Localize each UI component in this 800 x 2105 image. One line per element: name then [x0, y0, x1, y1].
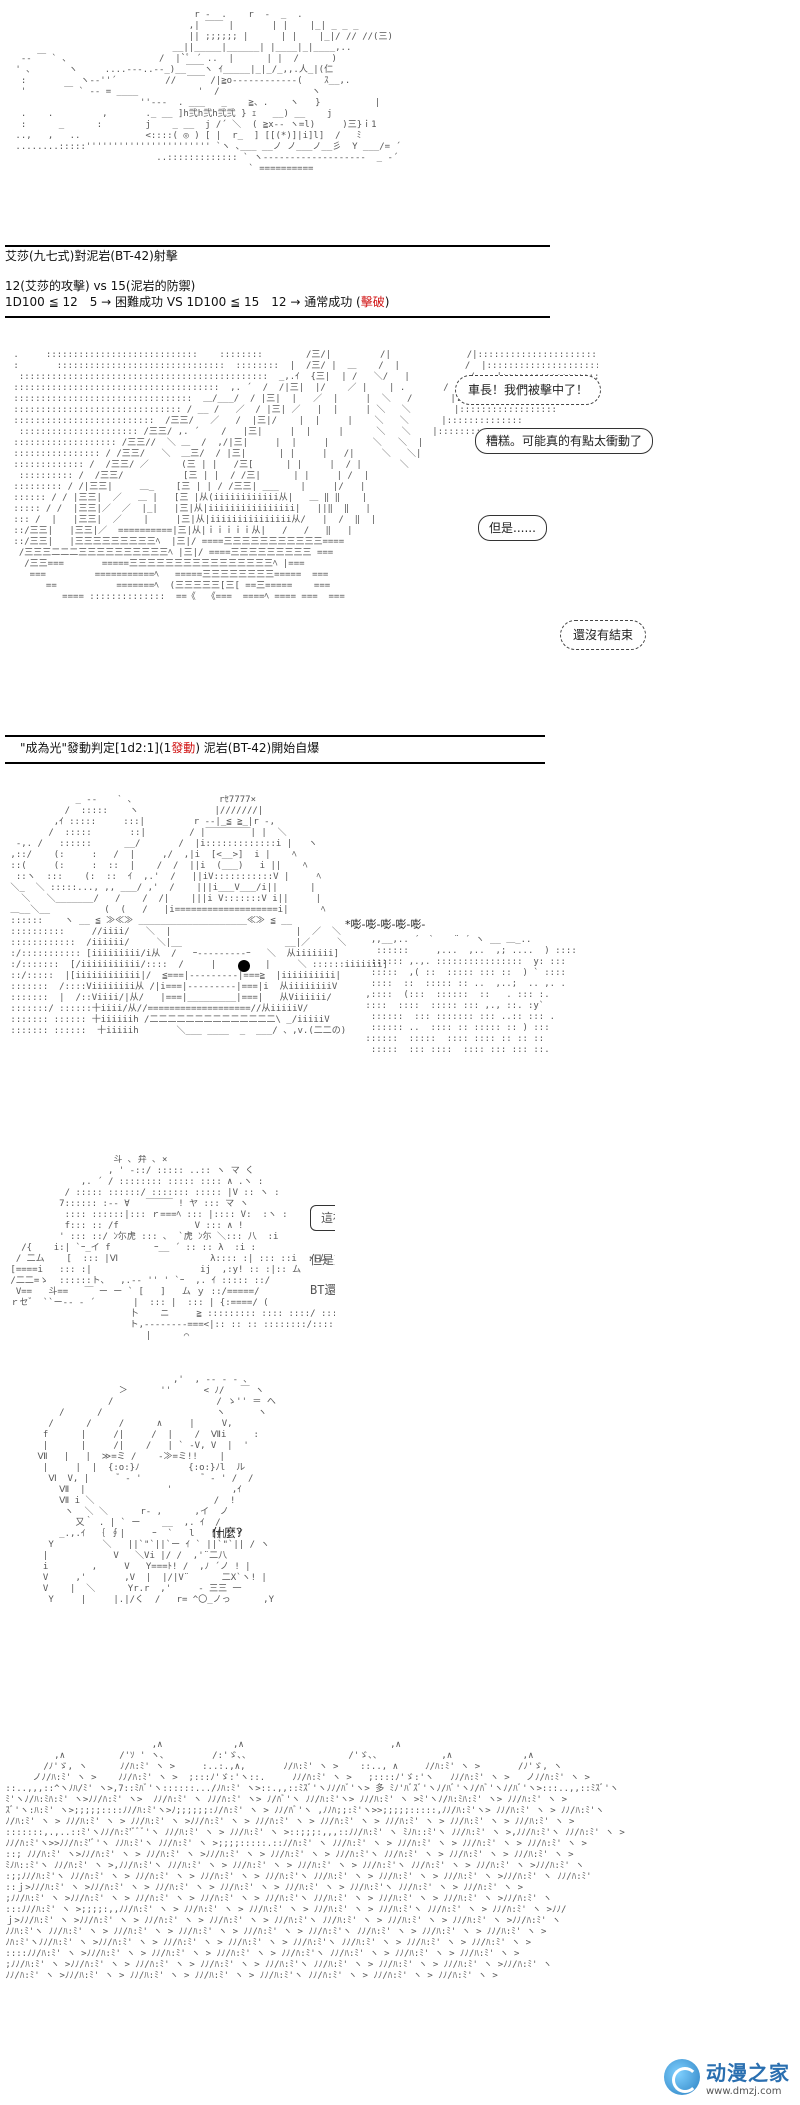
panel-2: . :::::::::::::::::::::::::::: :::::::: …	[0, 330, 800, 780]
speech-bubble-but: 但是......	[478, 515, 547, 541]
line-but-elsa: 但是艾莎......	[310, 1253, 335, 1267]
attack-line: 12(艾莎的攻擊) vs 15(泥岩的防禦)	[5, 279, 196, 293]
speech-bubble-hit: 車長！我們被擊中了！	[455, 375, 602, 405]
forest-ascii-art: ,∧ ,∧ ,∧ ,∧ /'ｿ ' ヽ、 /:'ゞ､、 /'ゞ､、 ,∧ ,∧ …	[5, 1740, 625, 1981]
panel-1: r - . r - _ . ,| ￣￣ | | | |_| _ _ _ || ;…	[0, 0, 800, 320]
panel-5: ,' , -- ‐ - ､ ＞ '' < ﾉ/ ￣ ヽ / / ゝ'' ＝ へ …	[0, 1375, 800, 1725]
watermark-url: www.dmzj.com	[706, 2086, 782, 2097]
commander-ascii-art: 斗 ､ 弁 ､ × , ' ‐::/ ::::: ..:: ヽ マ く ,. ´…	[5, 1155, 335, 1355]
watermark-name: 动漫之家	[706, 2061, 790, 2085]
panel-1-title: 艾莎(九七式)對泥岩(BT-42)射擊	[5, 249, 178, 263]
panel-4: 斗 ､ 弁 ､ × , ' ‐::/ ::::: ..:: ヽ マ く ,. ´…	[0, 1155, 800, 1365]
result-destroyed: 擊破	[360, 295, 385, 309]
surprised-girl-ascii-art: ,' , -- ‐ - ､ ＞ '' < ﾉ/ ￣ ヽ / / ゝ'' ＝ へ …	[37, 1375, 276, 1605]
explosion-sfx: *嘭-嘭-嘭-嘭-嘭-	[345, 918, 426, 931]
speech-bubble-not-over: 還沒有結束	[560, 620, 647, 650]
dmzj-logo-icon	[664, 2059, 700, 2095]
divider	[5, 762, 545, 764]
tank-rush-ascii-art: _ -- ￣ ` ､ rｾ7777× / ::::: ヽ |///////| ,…	[10, 795, 388, 1036]
explosion-ascii-art: . :::::::::::::::::::::::::::: :::::::: …	[13, 350, 598, 602]
check-activated: 發動	[171, 741, 196, 755]
line-bt-approaching: BT還在高速朝你的方向前進	[310, 1283, 335, 1297]
divider	[5, 316, 550, 318]
divider	[5, 245, 550, 247]
tank-hatch-dot	[238, 960, 250, 972]
tank-rush-dust-ascii-art: ,,__,.. ´￣` ￣¨ ´ ヽ __ ＿_.. :::::: ,... ,…	[365, 935, 577, 1055]
self-destruct-check: "成為光"發動判定[1d2:1](1發動) 泥岩(BT-42)開始自爆	[20, 741, 320, 755]
panel-3: _ -- ￣ ` ､ rｾ7777× / ::::: ヽ |///////| ,…	[0, 795, 800, 1155]
result-line: 1D100 ≦ 12 5 → 困難成功 VS 1D100 ≦ 15 12 → 通…	[5, 295, 390, 309]
panel-6: ,∧ ,∧ ,∧ ,∧ /'ｿ ' ヽ、 /:'ゞ､、 /'ゞ､、 ,∧ ,∧ …	[0, 1740, 800, 2105]
speech-bubble-elsa-report: 這裡是艾莎車。擊中對方的BT	[310, 1205, 335, 1231]
divider	[5, 735, 545, 737]
speech-bubble-too-rash: 糟糕。可能真的有點太衝動了	[475, 428, 654, 454]
tank-ascii-art: r - . r - _ . ,| ￣￣ | | | |_| _ _ _ || ;…	[15, 10, 401, 174]
line-what: 什麼？	[212, 1526, 249, 1540]
watermark-logo: 动漫之家 www.dmzj.com	[664, 2057, 790, 2097]
